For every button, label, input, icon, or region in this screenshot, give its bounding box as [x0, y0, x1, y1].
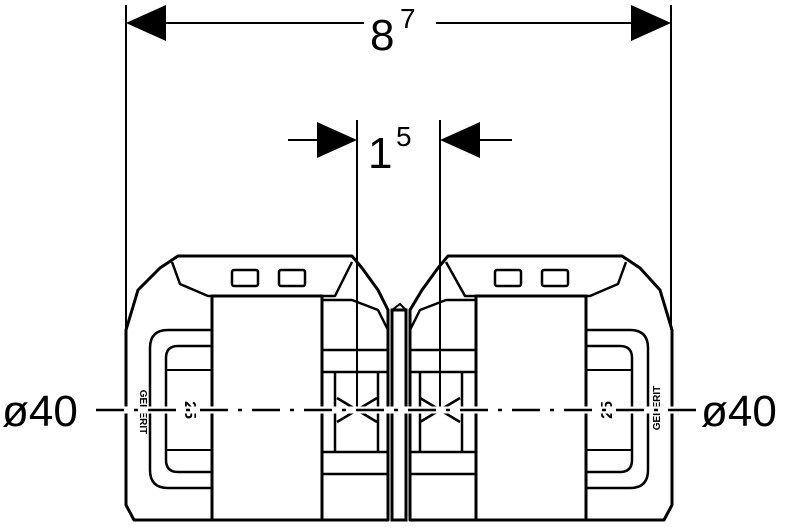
center-ring-left — [390, 308, 408, 522]
left-top-clip — [170, 261, 354, 298]
overall-dimension-superscript: 7 — [400, 3, 416, 34]
gap-arrowhead-right — [440, 122, 480, 158]
center-ring-cap — [391, 302, 407, 311]
gap-dimension-value: 1 — [368, 129, 392, 178]
overall-dimension-value: 8 — [370, 11, 394, 60]
center-ring — [390, 302, 408, 522]
arrowhead-left — [126, 5, 166, 41]
right-clip-slot-2 — [540, 268, 570, 288]
left-clip-slot-1 — [230, 268, 260, 288]
gap-arrowhead-left — [317, 122, 357, 158]
overall-dimension — [125, 5, 672, 330]
arrowhead-right — [631, 5, 671, 41]
diameter-left-label: ø40 — [2, 387, 78, 436]
right-band-top — [408, 298, 476, 331]
left-outer-body — [124, 254, 390, 522]
fitting-left — [124, 254, 390, 522]
fitting-right — [408, 254, 674, 522]
right-outer-body — [408, 254, 674, 522]
right-clip-slot-1 — [493, 268, 523, 288]
left-clip-slot-2 — [277, 268, 307, 288]
left-band-top — [322, 298, 390, 331]
diameter-right-label: ø40 — [701, 387, 777, 436]
right-top-clip — [444, 261, 628, 298]
gap-dimension-superscript: 5 — [396, 121, 412, 152]
